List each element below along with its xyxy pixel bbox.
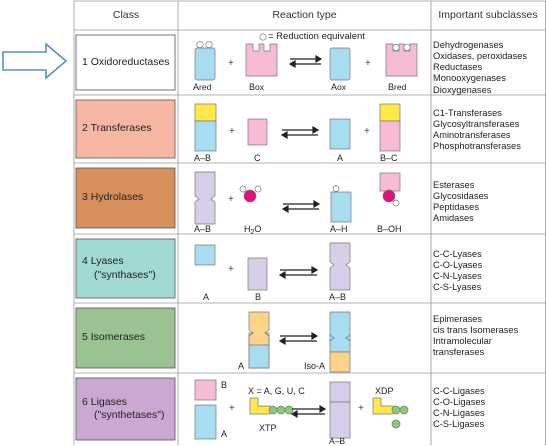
- label-b-red: Bred: [388, 82, 407, 92]
- class-box-hydrolases: [75, 167, 176, 229]
- label-b-ox: Box: [249, 82, 264, 92]
- label-xtp: XTP: [259, 423, 277, 433]
- label-iso-a: Iso-A: [304, 361, 326, 371]
- row2-reaction: [194, 103, 401, 152]
- class-name-transferases: 2 Transferases: [82, 122, 152, 135]
- label-a-b: A–B: [194, 153, 212, 163]
- label-a-b: A–B: [329, 292, 347, 302]
- label-a: A: [221, 429, 228, 439]
- label-a-ox: Aox: [331, 82, 346, 92]
- plus-sign: +: [229, 126, 235, 137]
- label-b: B: [221, 380, 228, 390]
- label-b-c: B–C: [380, 153, 398, 163]
- class-name-isomerases: 5 Isomerases: [82, 331, 146, 344]
- plus-sign: +: [228, 58, 234, 69]
- label-h2o: H2O: [244, 224, 262, 236]
- class-name-ligases: 6 Ligases ("synthetases"): [82, 395, 165, 421]
- row5-reaction: [248, 311, 351, 373]
- table-frame: [73, 0, 546, 445]
- reaction-arrows: [278, 54, 327, 419]
- class-name-lyases: 4 Lyases ("synthases"): [82, 255, 156, 281]
- row4-reaction: [194, 242, 351, 291]
- label-a-h: A–H: [330, 224, 348, 234]
- pointer-arrow-icon: [2, 42, 68, 80]
- label-a-b: A–B: [194, 224, 212, 234]
- class-name-oxidoreductases: 1 Oxidoreductases: [82, 55, 170, 68]
- header-important-subclasses: Important subclasses: [438, 9, 538, 21]
- class-box-lyases: [75, 238, 176, 299]
- plus-sign: +: [358, 403, 364, 414]
- label-c: C: [254, 153, 261, 163]
- label-x-nucleotides: X = A, G, U, C: [248, 386, 305, 396]
- label-a-b: A–B: [329, 436, 346, 446]
- header-class: Class: [112, 9, 140, 21]
- label-xdp: XDP: [375, 386, 394, 396]
- label-b-oh: B–OH: [377, 224, 402, 234]
- row1-reaction: [194, 33, 418, 81]
- class-name-hydrolases: 3 Hydrolases: [82, 191, 144, 204]
- row3-reaction: [194, 171, 401, 225]
- label-a: A: [203, 292, 210, 302]
- class-box-isomerases: [75, 307, 176, 369]
- header-reaction-type: Reaction type: [272, 9, 337, 21]
- class-box-ligases: [75, 377, 176, 441]
- reduction-equivalent-legend: = Reduction equivalent: [268, 31, 365, 42]
- plus-sign: +: [365, 58, 371, 69]
- row6-reaction: [194, 379, 409, 440]
- plus-sign: +: [229, 403, 235, 414]
- class-box-oxidoreductases: [75, 34, 176, 91]
- label-a-red: Ared: [193, 82, 212, 92]
- plus-sign: +: [364, 126, 370, 137]
- plus-sign: +: [228, 264, 234, 275]
- label-a: A: [238, 361, 245, 371]
- label-a: A: [337, 153, 344, 163]
- class-box-transferases: [75, 99, 176, 159]
- label-b: B: [255, 292, 262, 302]
- plus-sign: +: [228, 194, 234, 205]
